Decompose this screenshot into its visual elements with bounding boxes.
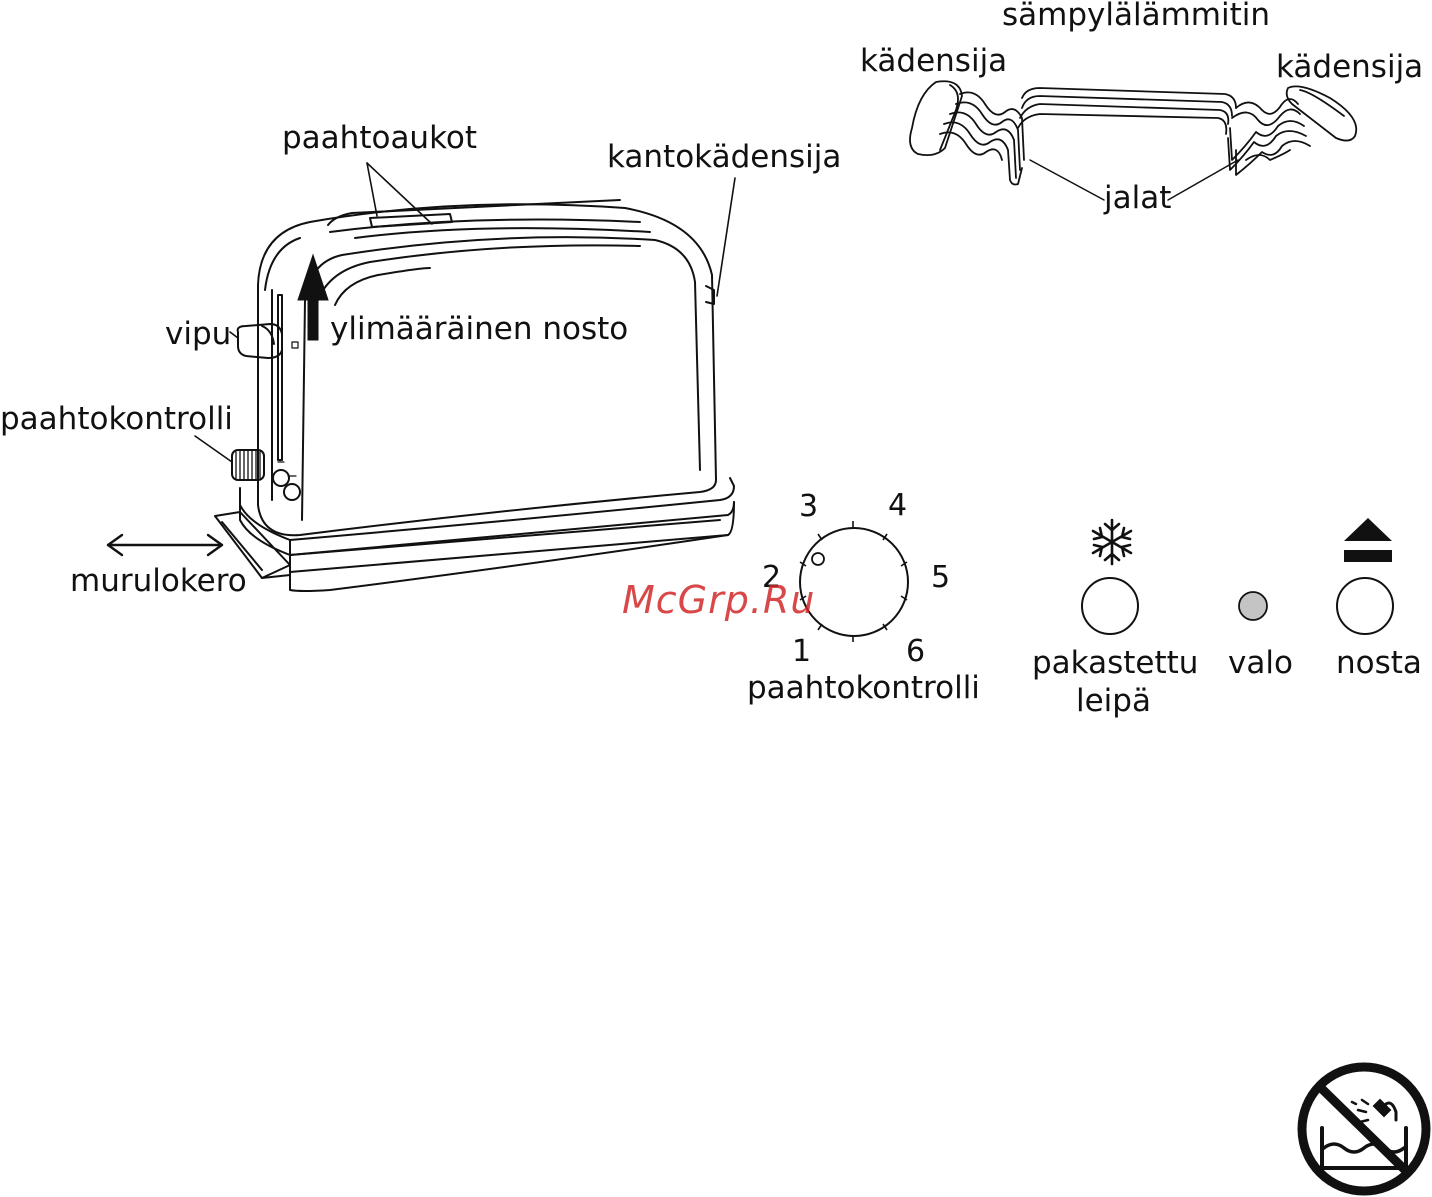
- toaster-drawing: [108, 163, 735, 591]
- light-label: valo: [1228, 648, 1293, 679]
- dial-knob: [800, 528, 908, 636]
- dial-label: paahtokontrolli: [747, 673, 980, 704]
- legs-label: jalat: [1104, 183, 1171, 214]
- extra-lift-label: ylimääräinen nosto: [330, 314, 628, 345]
- dial-number-3: 3: [799, 492, 818, 522]
- dial-number-1: 1: [792, 637, 811, 667]
- eject-icon: [1344, 518, 1392, 562]
- lift-arrow-icon: [298, 255, 328, 340]
- dial-number-4: 4: [888, 491, 907, 521]
- lift-button[interactable]: [1337, 578, 1393, 634]
- snowflake-icon: [1093, 520, 1131, 564]
- slots-label: paahtoaukot: [282, 123, 477, 154]
- crumb-tray-label: murulokero: [70, 566, 247, 597]
- browning-control-label: paahtokontrolli: [0, 404, 233, 435]
- browning-dial-drawing: [800, 521, 908, 642]
- dial-indicator: [812, 553, 824, 565]
- handle-left-label: kädensija: [860, 46, 1007, 77]
- watermark: McGrp.Ru: [622, 581, 815, 619]
- no-water-immersion-icon: [1302, 1067, 1426, 1191]
- frozen-button[interactable]: [1082, 578, 1138, 634]
- bun-warmer-title: sämpylälämmitin: [1002, 0, 1270, 31]
- lever-label: vipu: [165, 319, 231, 350]
- dial-number-6: 6: [906, 637, 925, 667]
- frozen-label-line1: pakastettu: [1032, 648, 1198, 679]
- light-indicator: [1239, 592, 1267, 620]
- lift-label: nosta: [1336, 648, 1422, 679]
- dial-number-5: 5: [931, 563, 950, 593]
- frozen-label-line2: leipä: [1076, 686, 1151, 717]
- handle-right-label: kädensija: [1276, 52, 1423, 83]
- carry-handle-label: kantokädensija: [607, 142, 841, 173]
